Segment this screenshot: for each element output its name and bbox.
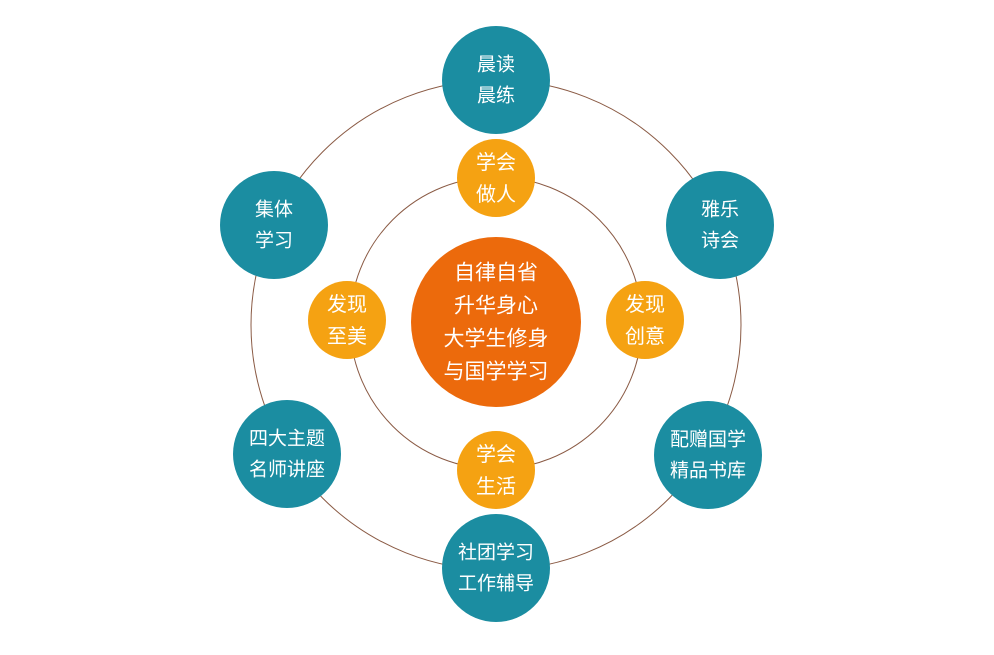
center-node-label-line-1: 自律自省 xyxy=(454,261,538,285)
center-node-circle xyxy=(411,237,581,407)
center-node-label-line-2: 升华身心 xyxy=(454,294,538,318)
inner-node-discover-creativity-label-line-2: 创意 xyxy=(625,324,665,348)
inner-node-learn-conduct-label-line-2: 做人 xyxy=(476,182,516,206)
outer-node-guoxue-book-library-circle xyxy=(654,401,762,509)
outer-node-guoxue-book-library-label-line-2: 精品书库 xyxy=(670,460,746,482)
outer-node-morning-reading-label-line-2: 晨练 xyxy=(477,85,515,107)
inner-node-learn-living-label-line-2: 生活 xyxy=(476,474,516,498)
outer-node-elegant-music-poetry-label-line-2: 诗会 xyxy=(701,230,739,252)
inner-node-discover-beauty-circle xyxy=(308,281,386,359)
outer-node-club-study-guidance-label-line-1: 社团学习 xyxy=(458,542,534,564)
inner-node-discover-creativity-circle xyxy=(606,281,684,359)
inner-node-learn-conduct-label-line-1: 学会 xyxy=(476,150,516,174)
outer-node-guoxue-book-library-label-line-1: 配赠国学 xyxy=(670,429,746,451)
outer-node-elegant-music-poetry-circle xyxy=(666,171,774,279)
outer-node-theme-lectures-label-line-2: 名师讲座 xyxy=(249,459,325,481)
outer-node-group-study-label-line-2: 学习 xyxy=(255,230,293,252)
inner-node-discover-beauty-label-line-2: 至美 xyxy=(327,324,367,348)
center-node-label-line-3: 大学生修身 xyxy=(444,327,549,351)
outer-node-theme-lectures-label-line-1: 四大主题 xyxy=(249,428,325,450)
inner-node-discover-creativity-label-line-1: 发现 xyxy=(625,292,665,316)
inner-node-learn-conduct-circle xyxy=(457,139,535,217)
outer-node-group-study-label-line-1: 集体 xyxy=(255,199,293,221)
inner-node-discover-beauty-label-line-1: 发现 xyxy=(327,292,367,316)
outer-node-morning-reading-circle xyxy=(442,26,550,134)
outer-node-theme-lectures-circle xyxy=(233,400,341,508)
outer-node-elegant-music-poetry-label-line-1: 雅乐 xyxy=(701,199,739,221)
inner-node-learn-living-label-line-1: 学会 xyxy=(476,442,516,466)
outer-node-club-study-guidance-label-line-2: 工作辅导 xyxy=(458,573,534,595)
inner-node-learn-living-circle xyxy=(457,431,535,509)
outer-node-club-study-guidance-circle xyxy=(442,514,550,622)
outer-node-group-study-circle xyxy=(220,171,328,279)
outer-node-morning-reading-label-line-1: 晨读 xyxy=(477,54,515,76)
center-node-label-line-4: 与国学学习 xyxy=(444,360,549,384)
